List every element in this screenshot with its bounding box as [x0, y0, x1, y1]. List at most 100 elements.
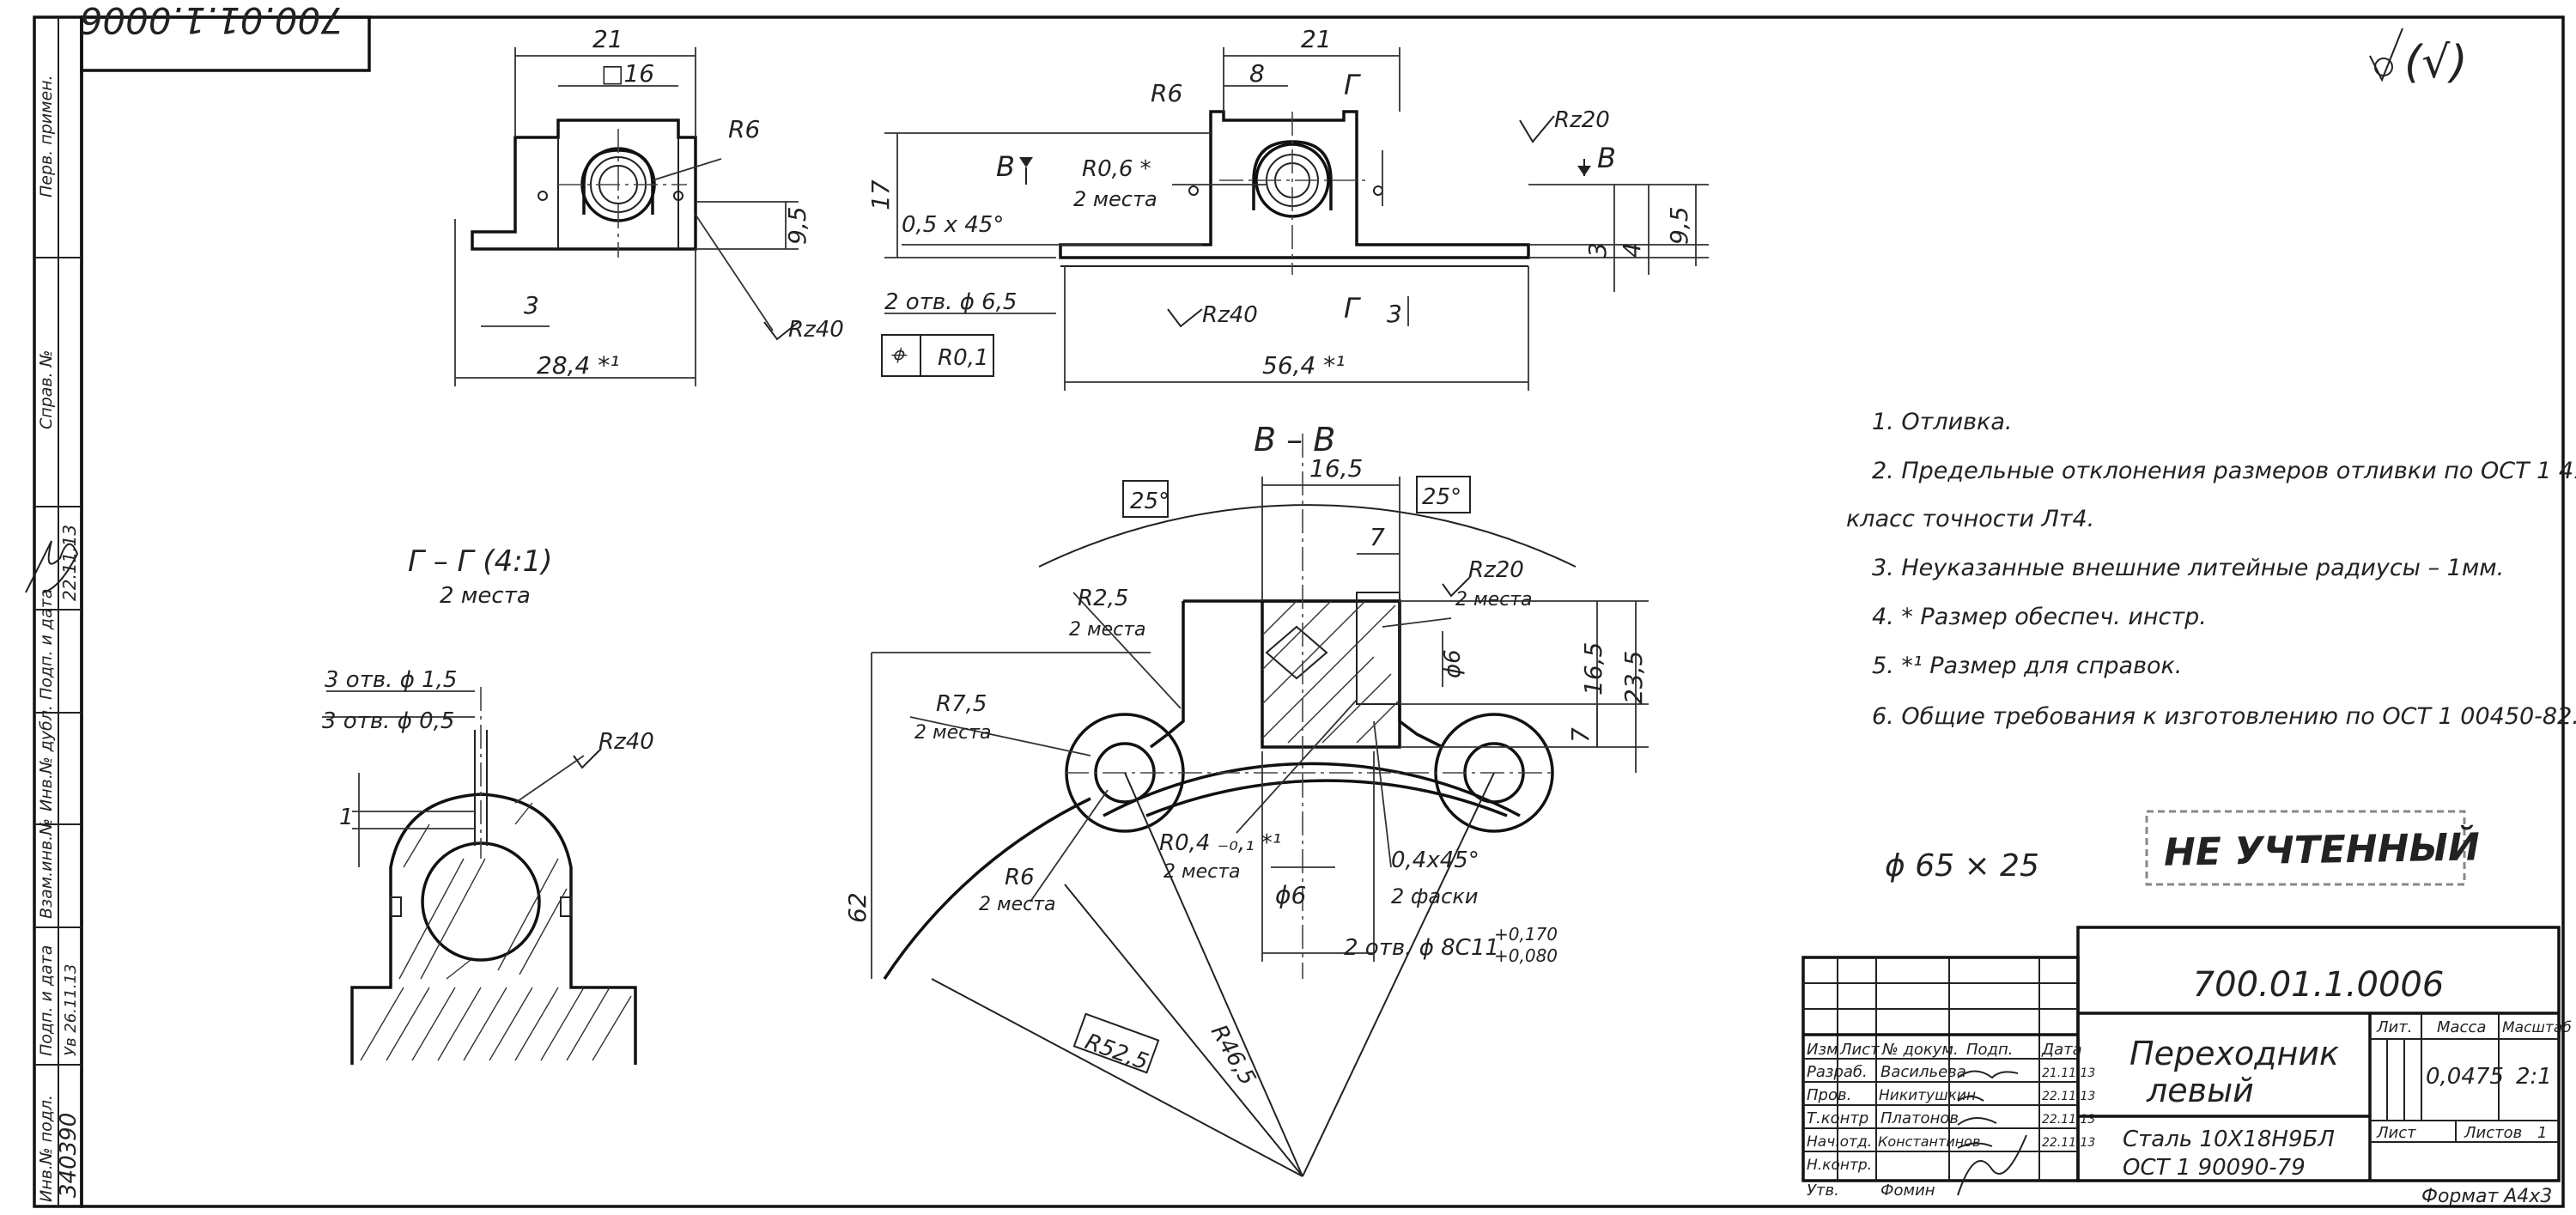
section-g-holes-15: 3 отв. ϕ 1,5: [325, 667, 457, 693]
tlv-roughness: Rz40: [788, 317, 844, 343]
tb-col-mass: Масса: [2437, 1018, 2486, 1036]
tb-name-4: Константинов: [1878, 1133, 1980, 1150]
section-g-hatch: [360, 802, 632, 1061]
section-b-hatch: [1261, 600, 1399, 744]
tol-frame: [881, 334, 994, 377]
tb-hdr-izm: Изм: [1807, 1041, 1838, 1059]
section-b-r25: R2,5: [1078, 586, 1128, 611]
section-b-d6-vert: ϕ6: [1440, 649, 1466, 678]
tb-role-3: Т.контр: [1807, 1109, 1868, 1127]
section-b-dim-7-right: 7: [1566, 727, 1595, 743]
section-b-places-r04: 2 места: [1163, 861, 1241, 883]
section-b-dim-165-top: 16,5: [1309, 454, 1363, 483]
trv-dim-offset: 8: [1249, 59, 1265, 88]
tb-hdr-list: Лист: [1839, 1041, 1880, 1059]
general-roughness: (√): [2369, 27, 2468, 88]
tb-material-line2: ОСТ 1 90090-79: [2123, 1155, 2306, 1181]
tb-name-line2: левый: [2146, 1072, 2254, 1109]
tb-material-line1: Сталь 10Х18Н9БЛ: [2123, 1127, 2335, 1152]
tb-number: 700.01.1.0006: [2193, 965, 2445, 1005]
tlv-dim-square: □16: [601, 59, 654, 88]
section-b-tol-lower: +0,080: [1494, 945, 1558, 966]
angle-box-left: [1122, 480, 1169, 518]
strip-handwritten-date-2: Ув 26.11.13: [62, 964, 80, 1056]
section-g-title: Г – Г (4:1): [408, 544, 553, 579]
section-b-r75: R7,5: [936, 691, 987, 717]
tb-role-4: Нач.отд.: [1807, 1133, 1872, 1151]
tb-mass: 0,0475: [2426, 1064, 2504, 1090]
technical-notes: 1. Отливка. 2. Предельные отклонения раз…: [1846, 409, 2576, 730]
top-right-view: 21 8 Г R6 В В R0,6 * 2 места 0,5 x 45° 1…: [866, 25, 1709, 391]
strip-sign-date: Подп. и дата: [37, 589, 56, 700]
trv-dim-95: 9,5: [1665, 206, 1693, 245]
trv-dim-radius: R6: [1151, 79, 1182, 107]
tb-format: Формат А4х3: [2421, 1186, 2552, 1207]
strip-inv-dup: Инв.№ дубл.: [37, 705, 56, 811]
tb-col-scale: Масштаб: [2502, 1019, 2572, 1036]
trv-section-b-right: В: [1597, 142, 1616, 174]
note-3: 3. Неуказанные внешние литейные радиусы …: [1872, 555, 2504, 581]
trv-dim-length: 56,4 *¹: [1262, 351, 1345, 380]
title-block: Изм Лист № докум. Подп. Дата Разраб. Вас…: [1801, 926, 2572, 1207]
trv-dim-chamfer: 0,5 x 45°: [902, 212, 1004, 238]
note-5: 5. *¹ Размер для справок.: [1872, 653, 2182, 679]
note-2-cont: класс точности Лт4.: [1846, 506, 2094, 532]
note-6: 6. Общие требования к изготовлению по ОС…: [1872, 703, 2576, 730]
section-b-dim-7-top: 7: [1370, 523, 1385, 551]
tb-hdr-doc: № докум.: [1881, 1041, 1959, 1059]
note-4: 4. * Размер обеспеч. инстр.: [1872, 604, 2207, 630]
tb-name-6: Фомин: [1880, 1182, 1935, 1200]
trv-dim-width: 21: [1301, 25, 1332, 53]
tb-sheets-label: Листов: [2464, 1124, 2522, 1142]
tb-role-1: Разраб.: [1807, 1063, 1868, 1081]
section-b-places-r25: 2 места: [1069, 619, 1146, 641]
tb-scale: 2:1: [2516, 1064, 2552, 1090]
strip-sign-date-2: Подп. и дата: [37, 945, 56, 1056]
strip-signature: [25, 540, 79, 593]
tb-date-3: 22.11.13: [2042, 1113, 2095, 1127]
trv-dim-17: 17: [866, 179, 895, 210]
trv-roughness-20: Rz20: [1554, 107, 1610, 133]
section-b-dim-235: 23,5: [1619, 651, 1648, 704]
tb-col-lit: Лит.: [2376, 1018, 2412, 1036]
section-b-places-r6: 2 места: [979, 894, 1056, 915]
section-b-r6: R6: [1005, 865, 1035, 890]
handwritten-blank-size: ϕ 65 × 25: [1885, 848, 2039, 884]
radius-box: [1072, 1012, 1160, 1074]
section-b-roughness: Rz20: [1468, 557, 1524, 583]
note-2: 2. Предельные отклонения размеров отливк…: [1872, 458, 2576, 484]
section-b-places-rz: 2 места: [1455, 589, 1533, 611]
tlv-dim-three: 3: [524, 291, 539, 319]
section-b-view: В – В: [843, 421, 1649, 1177]
tb-name-1: Васильева: [1880, 1063, 1966, 1081]
section-g-holes-05: 3 отв. ϕ 0,5: [322, 708, 454, 734]
tb-role-5: Н.контр.: [1807, 1157, 1872, 1174]
trv-tol-value: R0,1: [938, 345, 988, 371]
section-g-view: Г – Г (4:1) 2 места: [322, 544, 654, 1065]
section-g-subtitle: 2 места: [440, 583, 531, 609]
roughness-symbol: (√): [2404, 37, 2468, 88]
section-b-title: В – В: [1254, 421, 1335, 459]
strip-reference-no: Справ. №: [37, 350, 56, 429]
section-b-tol-upper: +0,170: [1494, 924, 1558, 945]
trv-places: 2 места: [1073, 187, 1157, 211]
strip-inv-orig: Инв.№ подл.: [37, 1095, 56, 1202]
tb-hdr-date: Дата: [2041, 1041, 2082, 1059]
tb-hdr-sign: Подп.: [1966, 1041, 2013, 1059]
tb-date-4: 22.11.13: [2042, 1136, 2095, 1150]
section-b-dim-165-right: 16,5: [1579, 642, 1607, 696]
tb-role-6: Утв.: [1807, 1182, 1839, 1200]
section-b-angle-left: 25°: [1130, 489, 1170, 514]
section-b-chamfer-count: 2 фаски: [1391, 884, 1478, 908]
trv-section-b-left: В: [996, 150, 1015, 183]
trv-roughness-40: Rz40: [1202, 302, 1258, 328]
stamp-text: НЕ УЧТЕННЫЙ: [2164, 823, 2481, 874]
section-b-angle-right: 25°: [1422, 484, 1461, 510]
note-1: 1. Отливка.: [1872, 409, 2012, 435]
tb-name-2: Никитушкин: [1879, 1087, 1976, 1104]
tlv-dim-radius: R6: [728, 115, 760, 143]
reversed-number-box: 700.01.1.0006: [80, 0, 371, 72]
strip-inv-orig-value: 340390: [56, 1113, 82, 1198]
trv-dim-r06: R0,6 *: [1082, 156, 1151, 182]
